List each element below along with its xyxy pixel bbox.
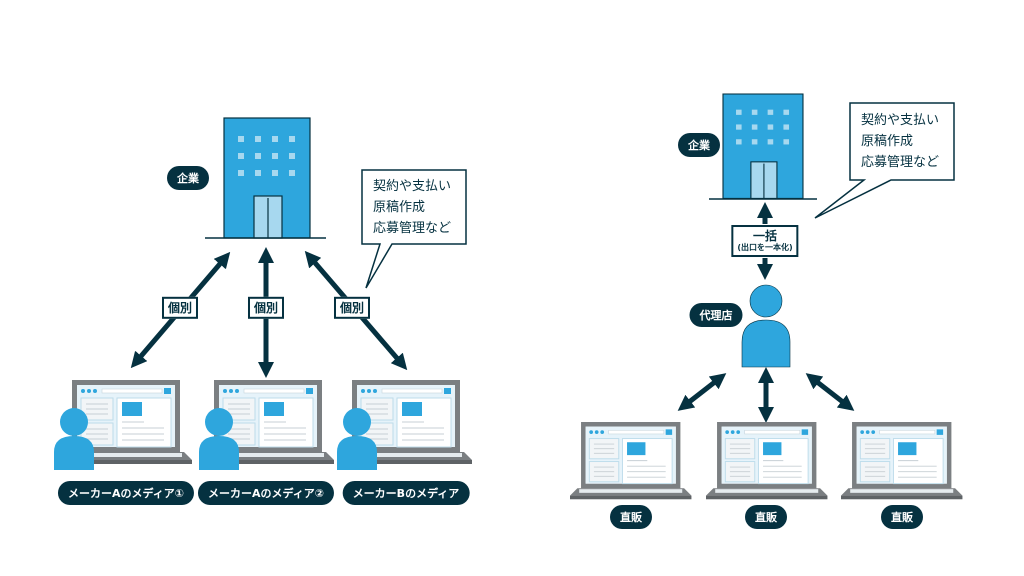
bubble-line: 契約や支払い [373, 179, 452, 194]
bulk-label-text: 一括 [752, 229, 777, 244]
arrow-right-3 [805, 373, 855, 411]
bubble-line: 原稿作成 [373, 200, 426, 215]
bubble-line: 契約や支払い [861, 113, 940, 128]
bulk-label: 一括 (出口を一本化) [731, 225, 799, 257]
laptop-icon [840, 421, 963, 500]
right-speech-bubble [814, 102, 955, 219]
left-company-building [205, 117, 326, 239]
bubble-line: 原稿作成 [861, 134, 914, 149]
arrow-right-1 [677, 373, 727, 411]
right-laptops [569, 421, 963, 500]
media-label: メーカーBのメディア [342, 481, 470, 505]
laptop-icon [705, 421, 828, 500]
right-company-building [709, 93, 817, 200]
media-label: 直販 [610, 505, 652, 529]
agency-label: 代理店 [689, 303, 743, 327]
media-label: メーカーAのメディア② [197, 481, 335, 505]
right-arrows [677, 366, 855, 424]
company-label: 企業 [678, 133, 720, 157]
individual-label: 個別 [333, 296, 371, 320]
company-label: 企業 [167, 166, 209, 190]
bubble-text: 契約や支払い 原稿作成 応募管理など [373, 176, 451, 239]
bubble-line: 応募管理など [861, 155, 940, 170]
agency-person [741, 284, 791, 368]
media-label: メーカーAのメディア① [57, 481, 195, 505]
bubble-text: 契約や支払い 原稿作成 応募管理など [861, 110, 939, 173]
bubble-line: 応募管理など [373, 221, 452, 236]
left-laptops [59, 379, 473, 465]
laptop-icon [569, 421, 692, 500]
media-label: 直販 [881, 505, 923, 529]
bulk-sublabel: (出口を一本化) [737, 243, 793, 253]
individual-label: 個別 [161, 296, 199, 320]
media-label: 直販 [745, 505, 787, 529]
individual-label: 個別 [247, 296, 285, 320]
